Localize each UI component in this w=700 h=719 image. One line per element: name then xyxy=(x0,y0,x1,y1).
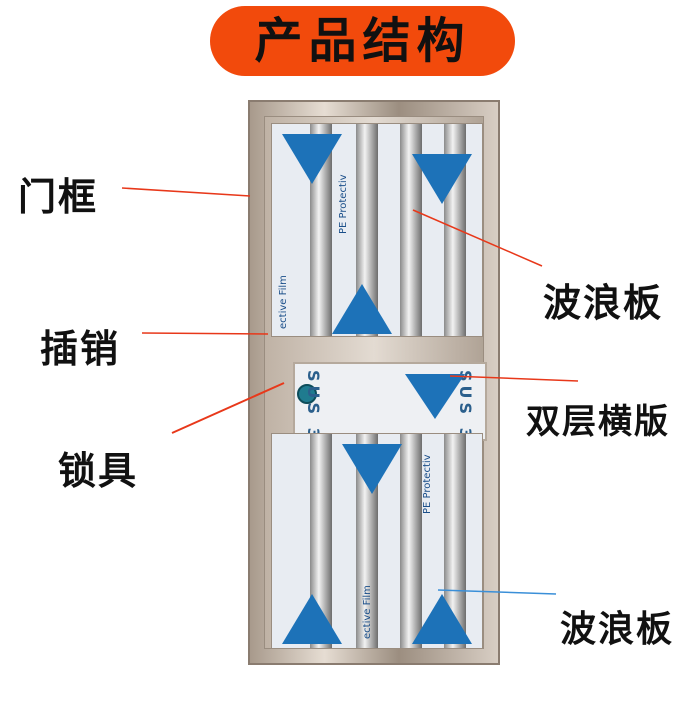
door-frame: PE Protectiv ective Film SUS 3 SUS 3 PE … xyxy=(248,100,500,665)
double-cross-panel: SUS 3 SUS 3 xyxy=(293,362,487,443)
label-door-frame: 门框 xyxy=(18,175,99,219)
label-wave-panel-bottom: 波浪板 xyxy=(560,609,675,650)
arrow-latch xyxy=(141,332,269,335)
label-lock: 锁具 xyxy=(58,449,139,493)
label-latch: 插销 xyxy=(40,327,121,371)
wave-slat xyxy=(444,434,466,648)
arrow-wave-top xyxy=(412,209,543,267)
film-logo xyxy=(405,374,465,419)
upper-wave-panel: PE Protectiv ective Film xyxy=(271,123,483,337)
arrow-lock xyxy=(171,382,285,434)
lock-cylinder xyxy=(297,384,317,404)
film-logo xyxy=(342,444,402,494)
title-banner: 产品结构 xyxy=(210,6,515,76)
film-logo xyxy=(412,154,472,204)
lower-wave-panel: PE Protectiv ective Film xyxy=(271,433,483,649)
label-double-cross-panel: 双层横版 xyxy=(526,402,670,442)
film-logo xyxy=(282,134,342,184)
arrow-door-frame xyxy=(121,187,251,197)
wave-slat xyxy=(310,434,332,648)
label-wave-panel-top: 波浪板 xyxy=(543,281,664,325)
door-inner: PE Protectiv ective Film SUS 3 SUS 3 PE … xyxy=(264,116,487,649)
arrow-wave-bottom xyxy=(437,589,557,595)
arrow-cross-panel xyxy=(449,375,579,382)
wave-slat xyxy=(356,124,378,336)
wave-slat xyxy=(400,434,422,648)
